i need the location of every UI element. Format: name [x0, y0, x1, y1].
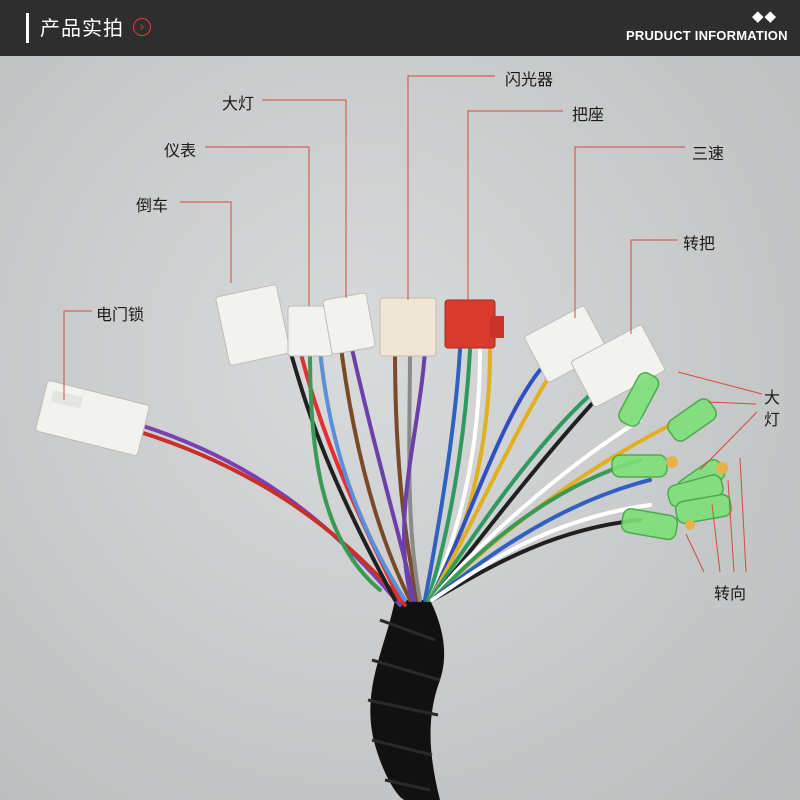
harness-sleeve [370, 600, 445, 800]
label-ignition: 电门锁 [96, 305, 145, 324]
header-bar: 产品实拍 › ◆◆ PRUDUCT INFORMATION [0, 0, 800, 56]
label-reverse: 倒车 [136, 196, 169, 215]
label-handle-seat: 把座 [572, 105, 605, 124]
leader-lines [63, 75, 763, 573]
chevron-right-icon[interactable]: › [133, 18, 151, 36]
header-title: 产品实拍 [40, 16, 124, 40]
label-throttle: 转把 [683, 234, 716, 253]
flasher-connector [379, 297, 437, 357]
diamond-icons: ◆◆ [752, 7, 778, 25]
header-info-text: PRUDUCT INFORMATION [626, 28, 788, 43]
header-accent-bar [26, 13, 29, 43]
wiring-harness-photo [35, 75, 763, 800]
label-three-speed: 三速 [692, 144, 725, 163]
ignition-connector [35, 380, 150, 456]
label-headlight-top: 大灯 [222, 94, 255, 113]
label-flasher: 闪光器 [505, 70, 554, 89]
throttle-connector [571, 324, 665, 408]
handle-seat-connector [444, 299, 504, 349]
reverse-connector [215, 284, 291, 366]
label-turn-signal: 转向 [714, 584, 747, 603]
label-headlight-right-2: 灯 [764, 410, 781, 429]
label-headlight-right-1: 大 [764, 388, 781, 407]
label-meter: 仪表 [164, 141, 197, 160]
headlight-top-connector [322, 292, 376, 355]
